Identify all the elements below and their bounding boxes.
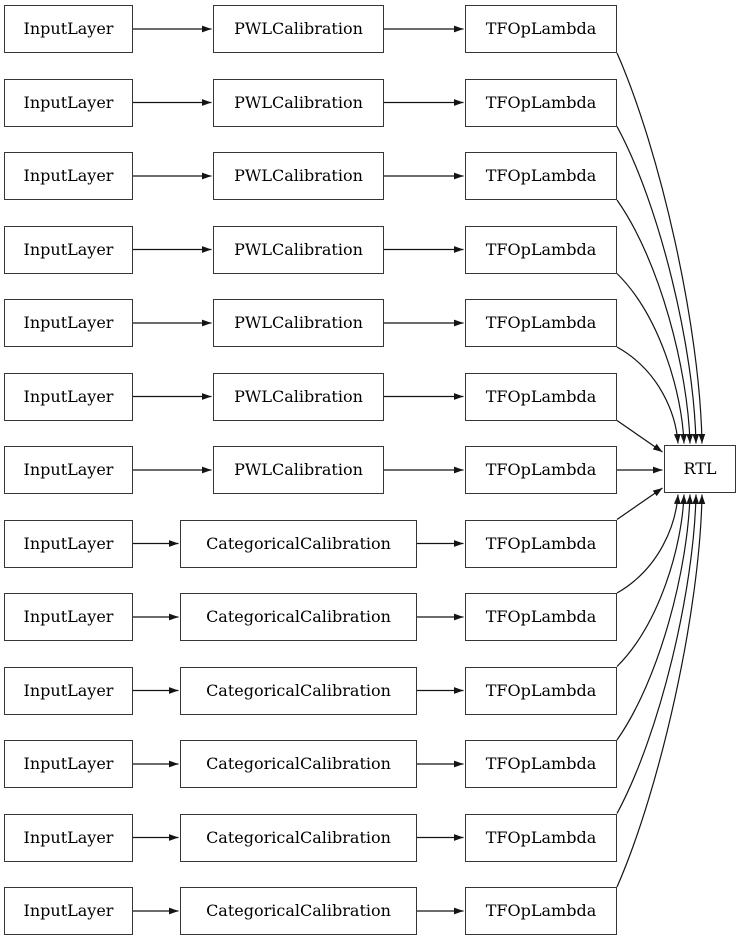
input-layer-node: InputLayer [4,372,133,421]
categorical-calibration-node: CategoricalCalibration [180,813,417,862]
input-layer-node: InputLayer [4,593,133,641]
input-layer-node: InputLayer [4,666,133,715]
categorical-calibration-node: CategoricalCalibration [180,593,417,641]
tfop-lambda-node: TFOpLambda [465,446,617,494]
edge [616,494,694,741]
input-layer-node: InputLayer [4,887,133,935]
input-layer-node: InputLayer [4,5,133,53]
tfop-lambda-node: TFOpLambda [465,740,617,788]
edge [616,494,688,667]
tfop-lambda-node: TFOpLambda [465,5,617,53]
pwl-calibration-node: PWLCalibration [213,78,384,127]
pwl-calibration-node: PWLCalibration [213,299,384,347]
pwl-calibration-node: PWLCalibration [213,446,384,494]
categorical-calibration-node: CategoricalCalibration [180,740,417,788]
input-layer-node: InputLayer [4,446,133,494]
edge [616,52,706,444]
tfop-lambda-node: TFOpLambda [465,519,617,568]
tfop-lambda-node: TFOpLambda [465,78,617,127]
edge [616,126,700,444]
input-layer-node: InputLayer [4,152,133,200]
edge [616,199,694,444]
edge [616,487,663,520]
tfop-lambda-node: TFOpLambda [465,299,617,347]
tfop-lambda-node: TFOpLambda [465,593,617,641]
tfop-lambda-node: TFOpLambda [465,666,617,715]
edge [616,494,706,888]
edge [616,273,688,444]
input-layer-node: InputLayer [4,740,133,788]
input-layer-node: InputLayer [4,78,133,127]
tfop-lambda-node: TFOpLambda [465,887,617,935]
edge [616,494,681,594]
edge [616,420,663,453]
pwl-calibration-node: PWLCalibration [213,5,384,53]
categorical-calibration-node: CategoricalCalibration [180,887,417,935]
categorical-calibration-node: CategoricalCalibration [180,519,417,568]
input-layer-node: InputLayer [4,225,133,274]
categorical-calibration-node: CategoricalCalibration [180,666,417,715]
input-layer-node: InputLayer [4,519,133,568]
pwl-calibration-node: PWLCalibration [213,372,384,421]
input-layer-node: InputLayer [4,299,133,347]
rtl-node: RTL [664,445,736,493]
tfop-lambda-node: TFOpLambda [465,225,617,274]
edge [616,346,681,444]
pwl-calibration-node: PWLCalibration [213,225,384,274]
pwl-calibration-node: PWLCalibration [213,152,384,200]
tfop-lambda-node: TFOpLambda [465,813,617,862]
edge [616,494,700,814]
tfop-lambda-node: TFOpLambda [465,372,617,421]
input-layer-node: InputLayer [4,813,133,862]
tfop-lambda-node: TFOpLambda [465,152,617,200]
